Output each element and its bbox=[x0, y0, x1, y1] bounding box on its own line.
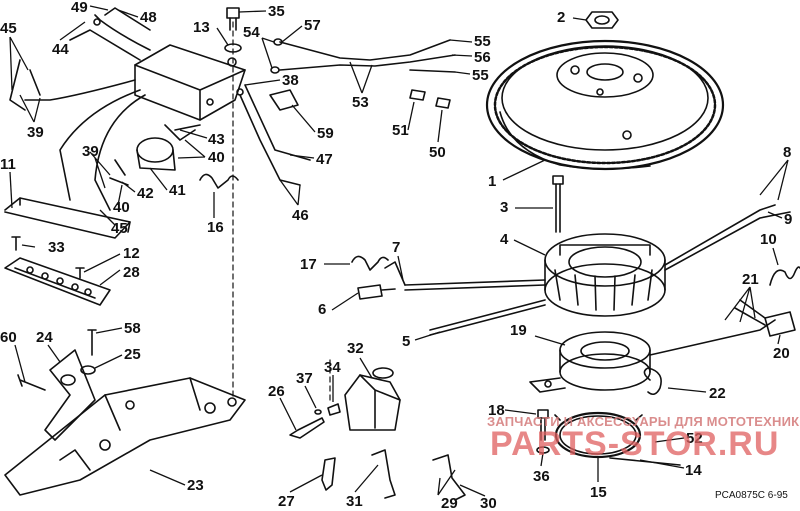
callout-39a: 39 bbox=[27, 124, 44, 141]
callout-35: 35 bbox=[268, 3, 285, 20]
connector-plug bbox=[734, 299, 796, 337]
callout-7: 7 bbox=[392, 239, 401, 256]
callout-31: 31 bbox=[346, 493, 363, 510]
stator-screw bbox=[552, 175, 564, 233]
callout-12: 12 bbox=[123, 245, 140, 262]
callout-53: 53 bbox=[352, 94, 369, 111]
watermark-tagline: ЗАПЧАСТИ И АКСЕССУАРЫ ДЛЯ МОТОТЕХНИКИ bbox=[487, 414, 800, 429]
callout-45a: 45 bbox=[0, 20, 17, 37]
callout-15: 15 bbox=[590, 484, 607, 501]
callout-36: 36 bbox=[533, 468, 550, 485]
callout-56: 56 bbox=[474, 49, 491, 66]
stator-leads bbox=[384, 261, 546, 336]
callout-20: 20 bbox=[773, 345, 790, 362]
terminal-connectors bbox=[409, 89, 451, 109]
callout-33: 33 bbox=[48, 239, 65, 256]
callout-59: 59 bbox=[317, 125, 334, 142]
wire-harness bbox=[9, 7, 311, 211]
callout-55b: 55 bbox=[472, 67, 489, 84]
callout-40b: 40 bbox=[113, 199, 130, 216]
grommet bbox=[269, 89, 299, 111]
drawing-code: PCA0875C 6-95 bbox=[715, 490, 788, 501]
mounting-bracket bbox=[17, 349, 96, 441]
callout-4: 4 bbox=[500, 231, 509, 248]
callout-17: 17 bbox=[300, 256, 317, 273]
callout-58: 58 bbox=[124, 320, 141, 337]
callout-46: 46 bbox=[292, 207, 309, 224]
clip bbox=[351, 255, 389, 271]
callout-37: 37 bbox=[296, 370, 313, 387]
coil-fasteners bbox=[289, 403, 341, 439]
washer bbox=[80, 365, 96, 375]
callout-23: 23 bbox=[187, 477, 204, 494]
callout-60: 60 bbox=[0, 329, 17, 346]
callout-42: 42 bbox=[137, 185, 154, 202]
callout-6: 6 bbox=[318, 301, 327, 318]
center-lines bbox=[232, 21, 331, 401]
callout-38: 38 bbox=[282, 72, 299, 89]
callout-40a: 40 bbox=[208, 149, 225, 166]
callout-41: 41 bbox=[169, 182, 186, 199]
callout-1: 1 bbox=[488, 173, 497, 190]
callout-44: 44 bbox=[52, 41, 69, 58]
callout-52: 52 bbox=[686, 430, 703, 447]
ignition-coil bbox=[344, 367, 401, 431]
callout-8: 8 bbox=[783, 144, 792, 161]
callout-50: 50 bbox=[429, 144, 446, 161]
spark-plug-boots bbox=[321, 449, 466, 501]
terminal-block bbox=[4, 257, 111, 306]
callout-26: 26 bbox=[268, 383, 285, 400]
cover-bracket bbox=[4, 197, 131, 239]
callout-3: 3 bbox=[500, 199, 509, 216]
callout-47: 47 bbox=[316, 151, 333, 168]
base-plate bbox=[4, 377, 246, 496]
callout-25: 25 bbox=[124, 346, 141, 363]
callout-19: 19 bbox=[510, 322, 527, 339]
wire-clip bbox=[199, 173, 239, 189]
callout-39b: 39 bbox=[82, 143, 99, 160]
callout-14: 14 bbox=[685, 462, 702, 479]
callout-48: 48 bbox=[140, 9, 157, 26]
callout-13: 13 bbox=[193, 19, 210, 36]
callout-5: 5 bbox=[402, 333, 411, 350]
callout-11: 11 bbox=[0, 156, 16, 173]
callout-57: 57 bbox=[304, 17, 321, 34]
callout-24: 24 bbox=[36, 329, 53, 346]
switch-box bbox=[134, 44, 246, 121]
callout-54: 54 bbox=[243, 24, 260, 41]
callout-55a: 55 bbox=[474, 33, 491, 50]
callout-30: 30 bbox=[480, 495, 497, 511]
watermark-site: PARTS-STOR.RU bbox=[490, 425, 780, 463]
stop-leads bbox=[270, 38, 456, 74]
callout-27: 27 bbox=[278, 493, 295, 510]
callout-10: 10 bbox=[760, 231, 777, 248]
callout-34: 34 bbox=[324, 359, 341, 376]
callout-49: 49 bbox=[71, 0, 88, 16]
callout-22: 22 bbox=[709, 385, 726, 402]
callout-2: 2 bbox=[557, 9, 566, 26]
retainer-clip bbox=[769, 266, 800, 286]
callout-32: 32 bbox=[347, 340, 364, 357]
callout-43: 43 bbox=[208, 131, 225, 148]
connector bbox=[357, 284, 396, 300]
callout-16: 16 bbox=[207, 219, 224, 236]
flywheel bbox=[485, 39, 725, 171]
callout-51: 51 bbox=[392, 122, 409, 139]
callout-21: 21 bbox=[742, 271, 759, 288]
hose-clamp bbox=[643, 367, 662, 396]
small-screws bbox=[11, 236, 97, 356]
callout-18: 18 bbox=[488, 402, 505, 419]
bolt bbox=[224, 7, 242, 53]
callout-29: 29 bbox=[441, 495, 458, 511]
callout-9: 9 bbox=[784, 211, 793, 228]
callout-28: 28 bbox=[123, 264, 140, 281]
